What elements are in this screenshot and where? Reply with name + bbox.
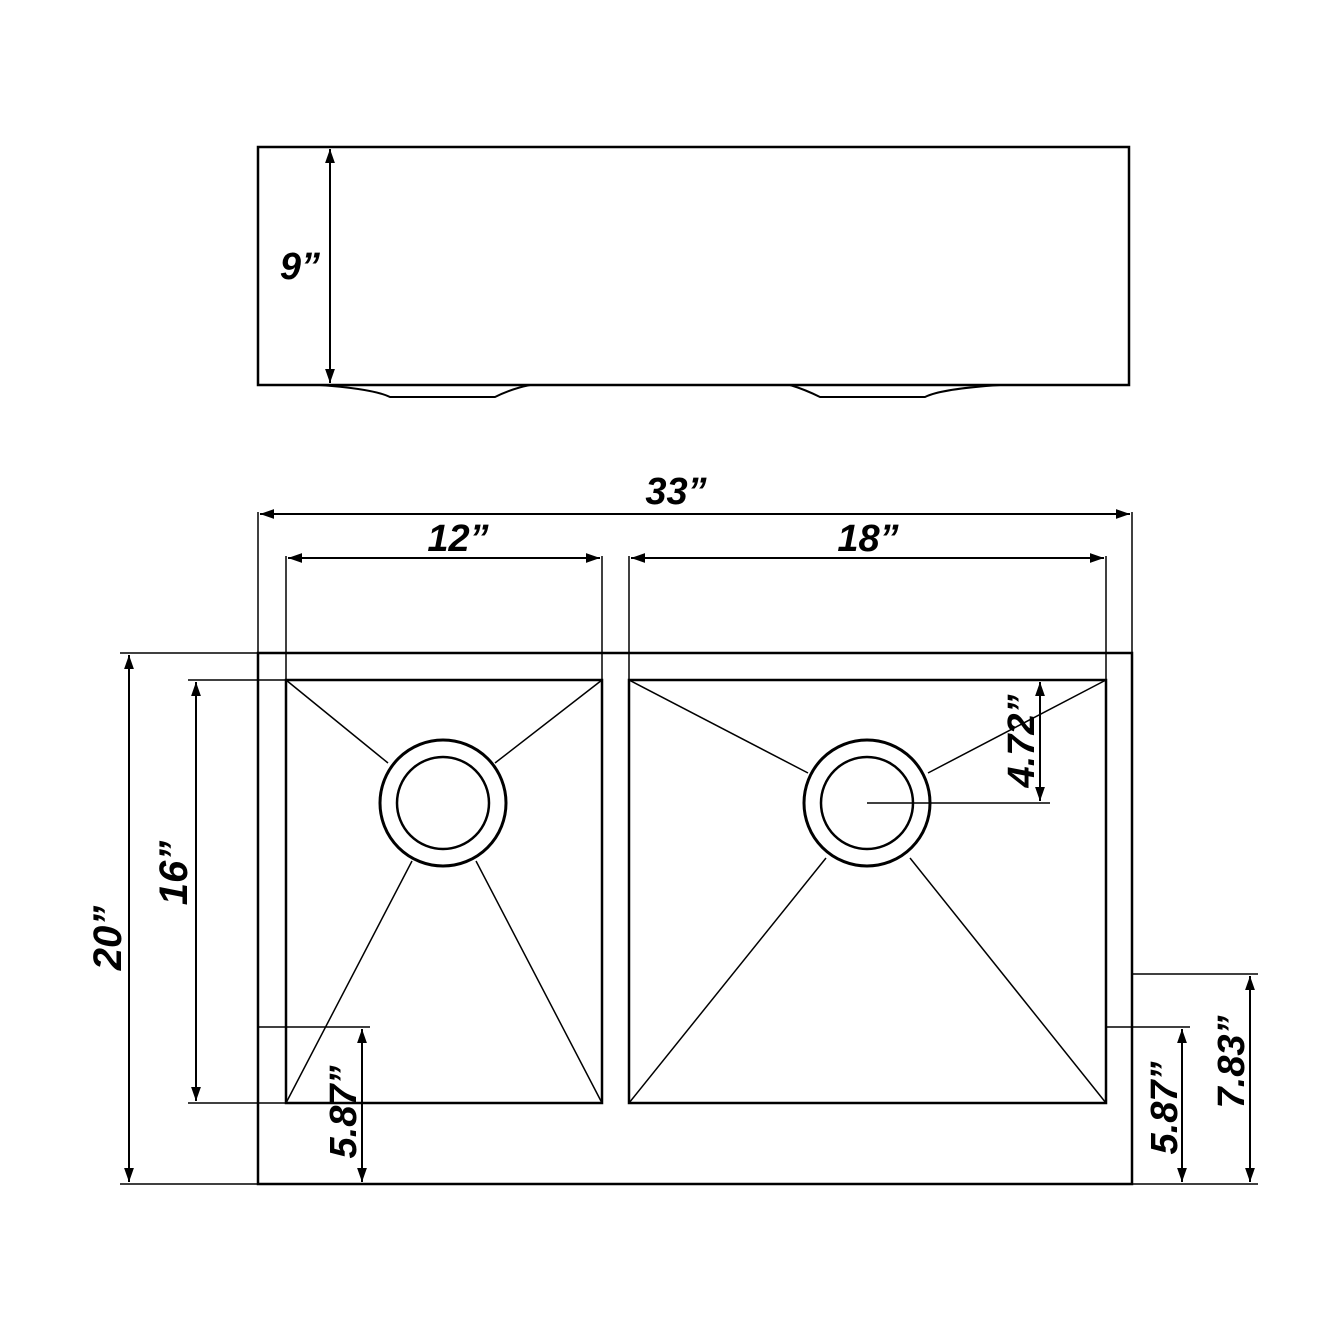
right-bowl: [627, 678, 1108, 1105]
height-label: 9”: [280, 246, 320, 288]
overall-width-label: 33”: [645, 471, 706, 513]
right-bowl-crease: [909, 857, 1107, 1104]
left-bowl-crease: [285, 860, 413, 1104]
left-bowl-width-dimension: 12”: [285, 518, 603, 680]
right-edge-label: 7.83”: [1211, 1016, 1253, 1109]
overall-width-dimension: 33”: [257, 471, 1133, 653]
front-view-outline: [256, 145, 1131, 387]
right-bowl-width-dimension: 18”: [628, 518, 1107, 680]
right-bowl-crease: [927, 679, 1107, 774]
drain-offset-label: 4.72”: [1001, 695, 1043, 789]
left-bowl-width-label: 12”: [427, 518, 488, 560]
left-bowl-crease: [475, 860, 603, 1104]
bowl-depth-label: 16”: [152, 841, 196, 906]
left-bowl-crease: [494, 679, 603, 764]
right-bowl-crease: [628, 679, 809, 774]
right-bowl-width-label: 18”: [837, 518, 898, 560]
left-bowl-outline: [284, 678, 604, 1105]
overall-depth-label: 20”: [86, 906, 130, 972]
drain-offset-dimension: 4.72”: [867, 679, 1050, 804]
left-drain-outer: [378, 738, 508, 868]
left-bottom-dimension: 5.87”: [258, 1026, 370, 1182]
top-view: 33” 12” 18” 20” 16”: [86, 471, 1258, 1186]
bowl-depth-dimension: 16”: [152, 679, 286, 1104]
overall-depth-dimension: 20”: [86, 652, 258, 1185]
right-bottom-label: 5.87”: [1144, 1062, 1186, 1155]
right-bowl-crease: [628, 857, 827, 1104]
left-bottom-label: 5.87”: [323, 1066, 365, 1159]
right-bottom-dimension: 5.87”: [1106, 1026, 1190, 1185]
left-drain-inner: [395, 755, 491, 851]
sink-outline: [256, 651, 1134, 1186]
left-bowl-crease: [285, 679, 389, 764]
right-edge-dimension: 7.83”: [1132, 973, 1258, 1185]
front-view-underside: [319, 384, 1001, 398]
right-bowl-outline: [627, 678, 1108, 1105]
left-bowl: [284, 678, 604, 1105]
front-view: 9”: [256, 145, 1131, 398]
